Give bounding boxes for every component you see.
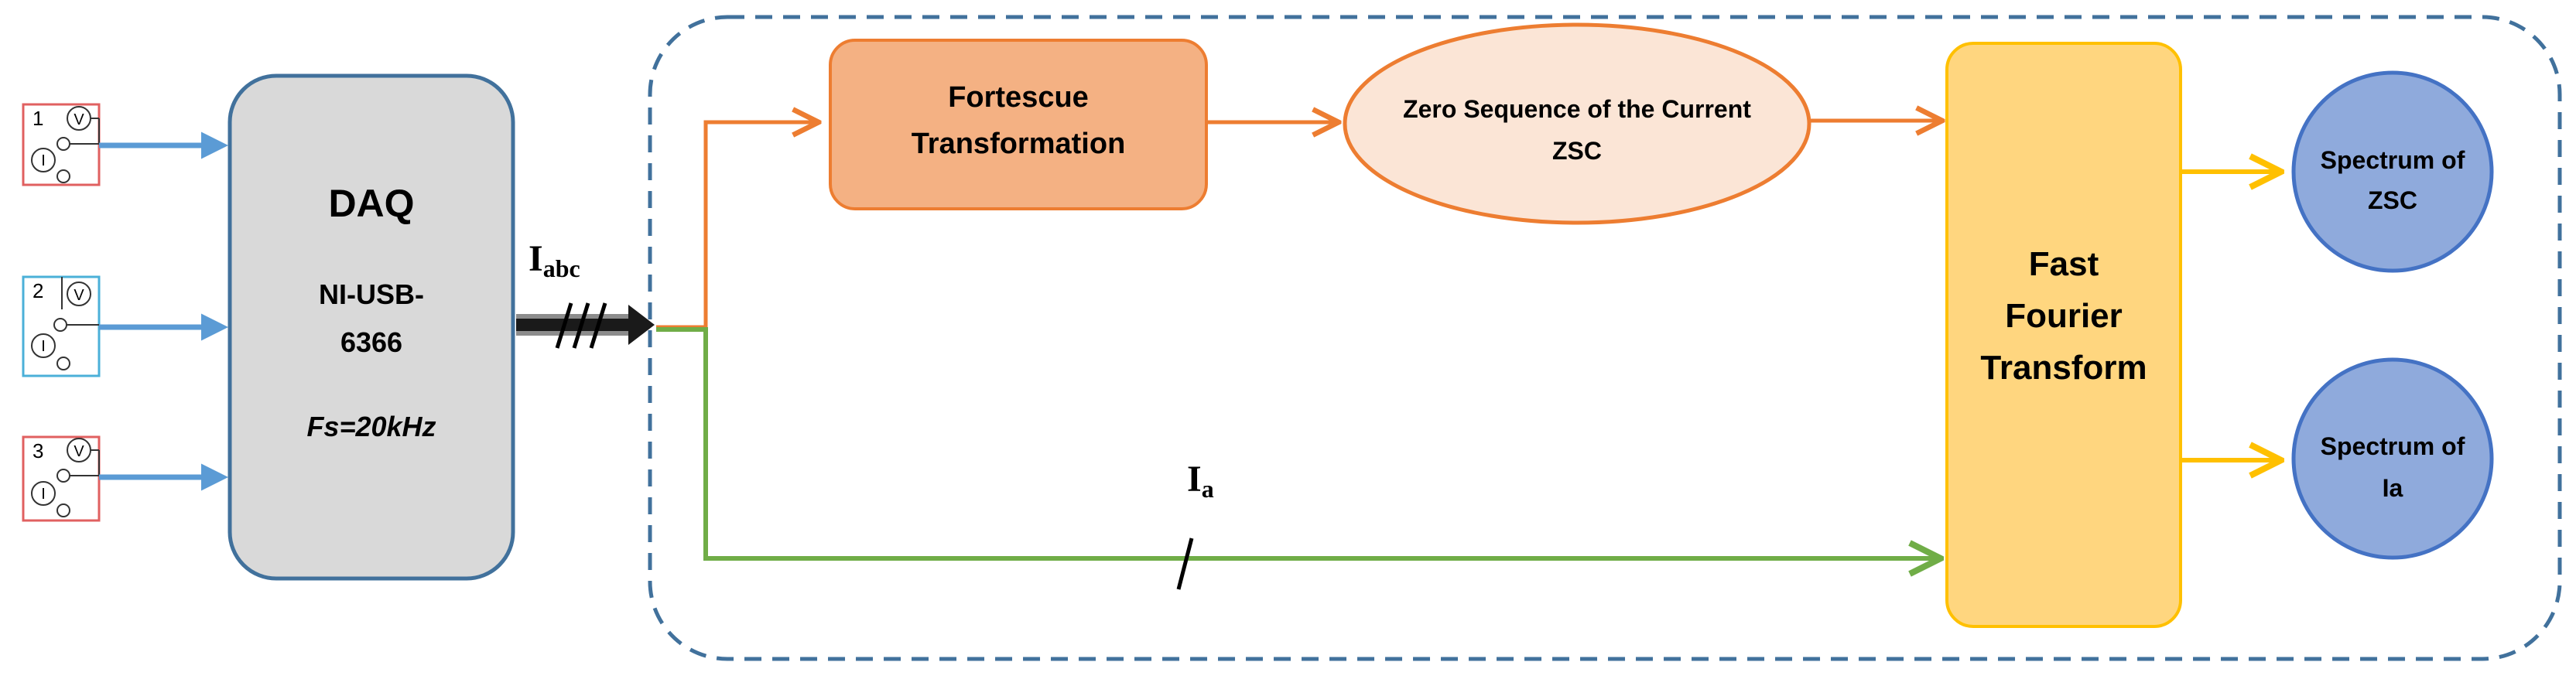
fft-line2: Fourier <box>2005 297 2123 335</box>
zsc-line2: ZSC <box>1552 137 1602 165</box>
ia-single-line-tick <box>1176 538 1194 590</box>
sensor-2-current-label: I <box>41 338 46 355</box>
sensor-1-icon: 1 V I <box>22 103 101 186</box>
zsc-block: Zero Sequence of the Current ZSC <box>1343 22 1811 225</box>
daq-model-line2: 6366 <box>340 326 402 358</box>
sensor-1-number: 1 <box>32 107 43 130</box>
iabc-label: Iabc <box>529 238 580 282</box>
iabc-bus-arrow <box>516 302 655 349</box>
spectrum-ia-block: Spectrum of Ia <box>2291 357 2494 560</box>
daq-model-line1: NI-USB- <box>319 278 424 310</box>
fortescue-line1: Fortescue <box>948 81 1089 114</box>
fft-block: Fast Fourier Transform <box>1945 42 2182 628</box>
sensor-2-voltage-label: V <box>74 287 84 304</box>
spectrum-ia-line2: Ia <box>2383 474 2403 502</box>
orange-path-to-fortescue <box>656 122 819 329</box>
sensor-3-icon: 3 V I <box>22 435 101 522</box>
sensor-2-number: 2 <box>32 279 43 302</box>
sensor-1-current-label: I <box>41 152 46 169</box>
green-path-to-fft <box>656 327 1941 558</box>
daq-sampling-rate: Fs=20kHz <box>306 411 436 442</box>
sensor-3-number: 3 <box>32 439 43 462</box>
daq-block: DAQ NI-USB- 6366 Fs=20kHz <box>227 73 515 581</box>
processing-region <box>648 15 2562 661</box>
sensor-3-voltage-label: V <box>74 443 84 460</box>
sensor-2-icon: 2 V I <box>22 275 101 377</box>
spectrum-zsc-block: Spectrum of ZSC <box>2291 70 2494 273</box>
spectrum-zsc-line2: ZSC <box>2368 186 2417 214</box>
fft-line3: Transform <box>1980 349 2147 387</box>
fortescue-line2: Transformation <box>912 128 1126 160</box>
fortescue-block: Fortescue Transformation <box>829 39 1208 210</box>
ia-label: Ia <box>1187 459 1214 503</box>
spectrum-zsc-line1: Spectrum of <box>2321 146 2465 174</box>
spectrum-ia-line1: Spectrum of <box>2321 432 2465 460</box>
sensor-1-voltage-label: V <box>74 111 84 128</box>
fft-line1: Fast <box>2029 245 2099 283</box>
daq-title: DAQ <box>328 182 414 225</box>
zsc-line1: Zero Sequence of the Current <box>1403 95 1751 123</box>
sensor-3-current-label: I <box>41 486 46 503</box>
